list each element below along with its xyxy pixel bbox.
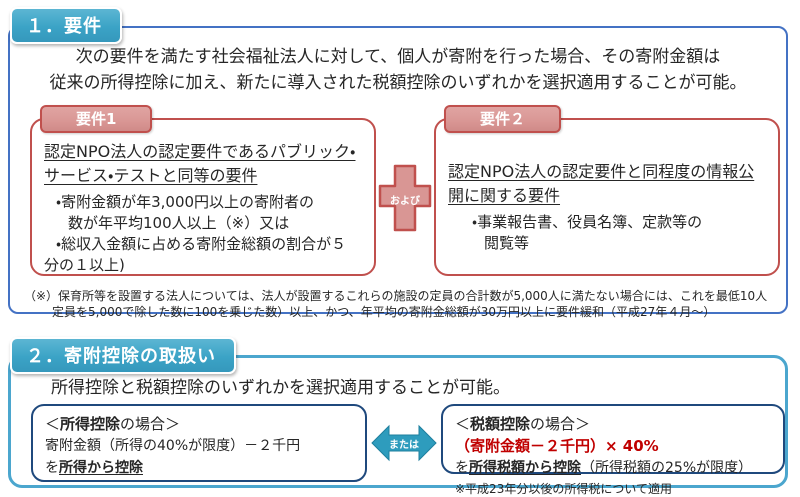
- section1-intro-line2: 従来の所得控除に加え、新たに導入された税額控除のいずれかを選択適用することが可能…: [49, 73, 747, 93]
- section1-panel: 次の要件を満たす社会福祉法人に対して、個人が寄附を行った場合、その寄附金額は 従…: [8, 26, 788, 319]
- section1-intro: 次の要件を満たす社会福祉法人に対して、個人が寄附を行った場合、その寄附金額は 従…: [20, 44, 776, 96]
- tax-credit-column: ＜税額控除の場合＞ （寄附金額－２千円）× 40% を所得税額から控除（所得税額…: [441, 404, 785, 497]
- requirement1-box: 要件1 認定NPO法人の認定要件であるパブリック・サービス・テストと同等の要件 …: [30, 105, 376, 276]
- requirement1-line1: ・寄附金額が年3,000円以上の寄附者の: [56, 193, 315, 211]
- income-suffix-emphasis: 所得から控除: [59, 460, 143, 476]
- requirement2-line2: 閲覧等: [484, 234, 530, 252]
- tax-credit-title: ＜税額控除の場合＞: [455, 413, 771, 435]
- requirement2-heading: 認定NPO法人の認定要件と同程度の情報公開に関する要件: [448, 162, 755, 205]
- requirement1-line2: 数が年平均100人以上（※）又は: [68, 214, 290, 232]
- section2-panel: 所得控除と税額控除のいずれかを選択適用することが可能。 ＜所得控除の場合＞ 寄附…: [8, 355, 788, 496]
- requirement1-line3: ・総収入金額に占める寄附金総額の割合が５: [56, 235, 347, 253]
- requirements-row: 要件1 認定NPO法人の認定要件であるパブリック・サービス・テストと同等の要件 …: [30, 105, 786, 276]
- income-deduction-box: ＜所得控除の場合＞ 寄附金額（所得の40%が限度）－２千円 を所得から控除: [31, 404, 367, 482]
- income-suffix-prefix: を: [45, 460, 59, 476]
- requirement1-details: ・寄附金額が年3,000円以上の寄附者の 数が年平均100人以上（※）又は ・総…: [44, 192, 364, 276]
- requirement1-heading: 認定NPO法人の認定要件であるパブリック・サービス・テストと同等の要件: [44, 142, 356, 185]
- income-deduction-formula: 寄附金額（所得の40%が限度）－２千円: [45, 438, 301, 454]
- requirement2-tab: 要件２: [444, 105, 562, 133]
- tax-credit-box: ＜税額控除の場合＞ （寄附金額－２千円）× 40% を所得税額から控除（所得税額…: [441, 404, 785, 476]
- section2-header: ２．寄附控除の取扱い: [10, 337, 236, 374]
- requirement1-content: 認定NPO法人の認定要件であるパブリック・サービス・テストと同等の要件 ・寄附金…: [32, 120, 374, 282]
- income-title-open: ＜: [45, 415, 61, 433]
- requirement1-line4: 分の１以上): [44, 256, 125, 274]
- tax-suffix-close: （所得税額の25%が限度）: [581, 460, 753, 476]
- tax-credit-suffix: を所得税額から控除（所得税額の25%が限度）: [455, 457, 771, 479]
- requirement1-tab: 要件1: [40, 105, 153, 133]
- tax-title-open: ＜: [455, 415, 471, 433]
- tax-suffix-prefix: を: [455, 460, 469, 476]
- section1-header: １．要件: [10, 7, 122, 44]
- requirement2-details: ・事業報告書、役員名簿、定款等の 閲覧等: [448, 212, 768, 254]
- requirement2-box: 要件２ 認定NPO法人の認定要件と同程度の情報公開に関する要件 ・事業報告書、役…: [434, 105, 780, 276]
- section2-intro: 所得控除と税額控除のいずれかを選択適用することが可能。: [51, 378, 510, 398]
- double-arrow-icon: または: [371, 421, 437, 465]
- deduction-row: ＜所得控除の場合＞ 寄附金額（所得の40%が限度）－２千円 を所得から控除 また…: [31, 404, 785, 497]
- tax-title-term: 税額控除: [470, 415, 531, 433]
- and-connector: および: [376, 118, 434, 276]
- or-connector-label: または: [389, 440, 419, 451]
- section1-footnote-line2: 定員を5,000で除した数に100を乗じた数）以上、かつ、年平均の寄附金総額が3…: [52, 305, 716, 319]
- section1-intro-line1: 次の要件を満たす社会福祉法人に対して、個人が寄附を行った場合、その寄附金額は: [75, 47, 721, 67]
- income-deduction-title: ＜所得控除の場合＞: [45, 413, 353, 435]
- or-connector: または: [367, 404, 441, 482]
- tax-title-close: の場合＞: [530, 415, 591, 433]
- plus-icon: および: [378, 164, 432, 232]
- income-title-close: の場合＞: [120, 415, 181, 433]
- section1-footnote-line1: （※）保育所等を設置する法人については、法人が設置するこれらの施設の定員の合計数…: [24, 289, 768, 303]
- requirement2-line1: ・事業報告書、役員名簿、定款等の: [472, 213, 703, 231]
- tax-credit-footnote: ※平成23年分以後の所得税について適用: [455, 482, 672, 496]
- requirement2-content: 認定NPO法人の認定要件と同程度の情報公開に関する要件 ・事業報告書、役員名簿、…: [436, 120, 778, 260]
- section1-footnote: （※）保育所等を設置する法人については、法人が設置するこれらの施設の定員の合計数…: [24, 288, 774, 320]
- and-connector-label: および: [390, 196, 420, 207]
- income-deduction-suffix: を所得から控除: [45, 457, 353, 479]
- tax-credit-formula: （寄附金額－２千円）× 40%: [455, 437, 659, 455]
- income-title-term: 所得控除: [60, 415, 121, 433]
- tax-suffix-emphasis: 所得税額から控除: [469, 460, 581, 476]
